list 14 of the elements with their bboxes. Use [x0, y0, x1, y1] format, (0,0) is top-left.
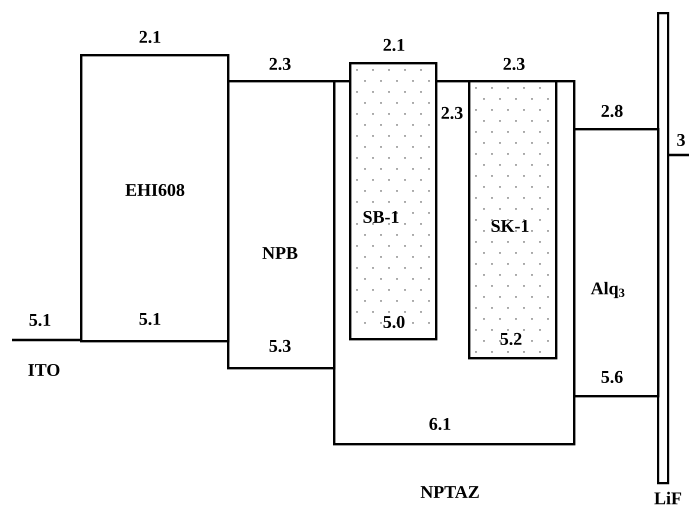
node-label: LiF — [654, 492, 682, 504]
dotted-energy-box: 2.1 SB-1 5.0 — [349, 38, 438, 340]
energy-level-box: 2.3 NPB 5.3 — [227, 58, 336, 370]
electrode-line: 5.1 ITO — [12, 314, 80, 376]
node-label: 2.8 — [602, 104, 623, 118]
energy-level-box: 2.1 EHI608 5.1 — [80, 30, 230, 342]
node-label: 2.3 — [270, 58, 291, 70]
node-label: 2.3 — [504, 58, 525, 70]
energy-level-box: 2.8 Alq$_{3}$ 5.6 — [573, 104, 660, 398]
level-value: 3 — [677, 134, 685, 146]
node-label: 2.1 — [384, 38, 404, 52]
node-label: 2.1 — [140, 30, 160, 44]
node-label: NPTAZ — [420, 486, 479, 498]
dotted-energy-box: 2.3 SK-1 5.2 — [468, 58, 558, 360]
